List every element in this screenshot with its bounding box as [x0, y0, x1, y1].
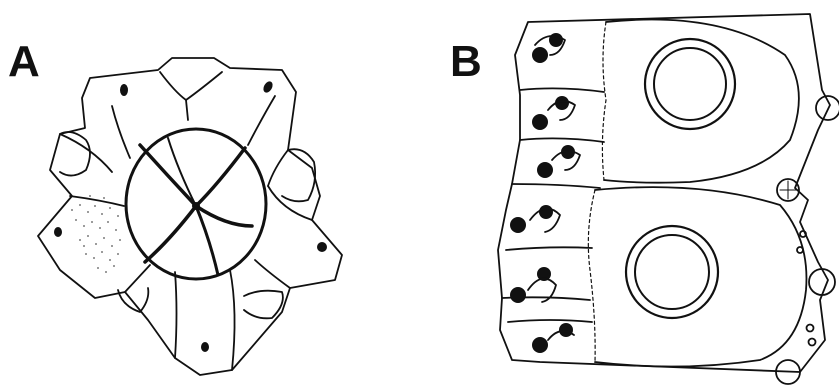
panel-a-drawing [38, 58, 342, 375]
right-edge-cell [809, 269, 835, 295]
right-edge-cell [809, 339, 816, 346]
left-small-cell [60, 132, 90, 176]
upper-large-cell [604, 19, 799, 182]
dashed-boundary [588, 190, 595, 362]
upper-nucleus-outer [645, 39, 735, 129]
nucleus-dot [54, 227, 62, 237]
nucleus-dot [262, 80, 275, 94]
right-edge-cell [797, 247, 803, 253]
upper-nucleus-inner [654, 48, 726, 120]
right-edge-cell [807, 325, 814, 332]
bottom-right-small-cell [244, 291, 283, 319]
small-cell-nuclei [510, 33, 575, 353]
panel-b-drawing [498, 14, 839, 384]
dashed-boundary [602, 22, 606, 180]
lower-nucleus-outer [626, 226, 718, 318]
central-dot [192, 202, 200, 210]
nucleus-dot [317, 242, 327, 252]
lower-nucleus-inner [635, 235, 709, 309]
stippled-area [71, 195, 121, 273]
nucleus-dot [120, 84, 128, 96]
central-divider-1 [140, 145, 252, 226]
central-divider-4 [168, 138, 196, 206]
top-small-cell [160, 72, 222, 100]
nucleus-dot [201, 342, 209, 352]
